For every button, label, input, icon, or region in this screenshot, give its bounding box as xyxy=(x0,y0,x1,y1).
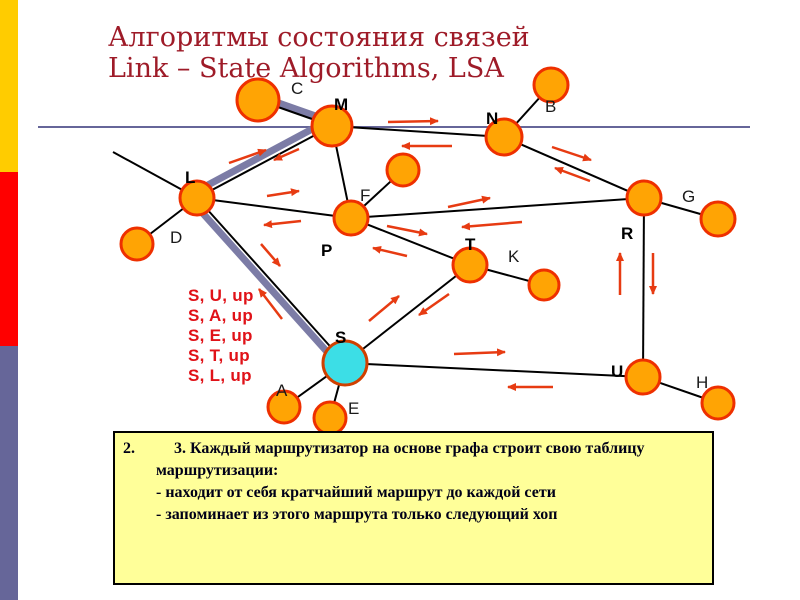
note-box: 2. 3. Каждый маршрутизатор на основе гра… xyxy=(113,431,714,585)
node-label-A: A xyxy=(276,381,288,400)
edge-R-U xyxy=(642,197,645,378)
edge-M-N xyxy=(331,125,505,138)
flow-arrow xyxy=(372,245,408,258)
node-G xyxy=(699,200,737,238)
node-label-N: N xyxy=(486,109,498,128)
node-label-G: G xyxy=(682,187,695,206)
route-entry: S, A, up xyxy=(188,306,254,325)
node-label-B: B xyxy=(545,97,556,116)
node-P xyxy=(332,199,370,237)
sidebar-segment-slate xyxy=(0,346,18,600)
flow-arrow xyxy=(418,292,450,317)
highlight-path-segment xyxy=(191,116,331,197)
flow-arrow xyxy=(258,288,283,320)
routing-table-list: S, U, up S, A, up S, E, up S, T, up S, L… xyxy=(188,286,254,386)
note-line: маршрутизации: xyxy=(156,462,279,479)
flow-arrow xyxy=(447,195,491,209)
node-label-U: U xyxy=(611,362,623,381)
node-label-S: S xyxy=(335,328,346,347)
flow-arrow xyxy=(386,224,428,237)
node-label-C: C xyxy=(291,79,303,98)
edge-P-T xyxy=(350,217,471,266)
flow-arrow xyxy=(554,166,591,183)
node-K xyxy=(527,268,561,302)
flow-arrow xyxy=(368,295,400,322)
route-entry: S, T, up xyxy=(188,346,250,365)
edge-P-R xyxy=(350,197,645,219)
edge-S-T xyxy=(344,264,471,364)
node-label-H: H xyxy=(696,373,708,392)
note-line: - запоминает из этого маршрута только сл… xyxy=(156,506,558,523)
node-F xyxy=(385,152,421,188)
node-B xyxy=(532,66,570,104)
node-D xyxy=(119,226,155,262)
node-label-L: L xyxy=(185,168,195,187)
edge-L-P xyxy=(196,197,352,219)
node-U xyxy=(624,358,662,396)
node-R xyxy=(625,179,663,217)
sidebar-segment-yellow xyxy=(0,0,18,172)
flow-arrow xyxy=(260,243,281,267)
node-E xyxy=(312,400,348,436)
node-label-T: T xyxy=(465,235,476,254)
edge-S-U xyxy=(344,362,644,378)
sidebar-accent-bar xyxy=(0,0,18,600)
flow-arrow xyxy=(266,188,300,198)
note-number: 2. xyxy=(123,440,135,457)
flow-arrow xyxy=(228,148,267,165)
node-S xyxy=(321,339,369,387)
route-entry: S, E, up xyxy=(188,326,253,345)
note-line: 3. Каждый маршрутизатор на основе графа … xyxy=(174,440,645,457)
flow-arrow xyxy=(263,219,302,229)
node-label-P: P xyxy=(321,241,332,260)
flow-arrow xyxy=(453,348,506,357)
route-entry: S, L, up xyxy=(188,366,252,385)
node-A xyxy=(266,389,302,425)
slide-title-en: Link – State Algorithms, LSA xyxy=(108,53,504,84)
note-text: 3. Каждый маршрутизатор на основе графа … xyxy=(115,438,712,526)
route-entry: S, U, up xyxy=(188,286,254,305)
node-label-F: F xyxy=(360,186,370,205)
flow-arrow xyxy=(551,145,592,162)
node-label-M: M xyxy=(334,95,348,114)
slide-title-ru: Алгоритмы состояния связей xyxy=(108,22,530,53)
flow-arrow xyxy=(387,117,439,126)
node-label-D: D xyxy=(170,228,182,247)
node-label-R: R xyxy=(621,224,633,243)
node-L xyxy=(178,179,216,217)
edge-N-R xyxy=(503,136,645,199)
node-M xyxy=(310,104,354,148)
node-H xyxy=(700,385,736,421)
node-T xyxy=(451,246,489,284)
edge-M-L xyxy=(196,125,333,199)
sidebar-segment-red xyxy=(0,172,18,346)
highlight-path-segment xyxy=(187,196,341,367)
flow-arrow xyxy=(461,220,523,231)
node-C xyxy=(235,77,281,123)
flow-arrow xyxy=(273,147,300,162)
node-label-E: E xyxy=(348,399,359,418)
node-label-K: K xyxy=(508,247,520,266)
slide-title: Алгоритмы состояния связей Link – State … xyxy=(108,22,748,84)
note-line: - находит от себя кратчайший маршрут до … xyxy=(156,484,556,501)
edge-L-S xyxy=(196,197,346,364)
node-N xyxy=(484,117,524,157)
